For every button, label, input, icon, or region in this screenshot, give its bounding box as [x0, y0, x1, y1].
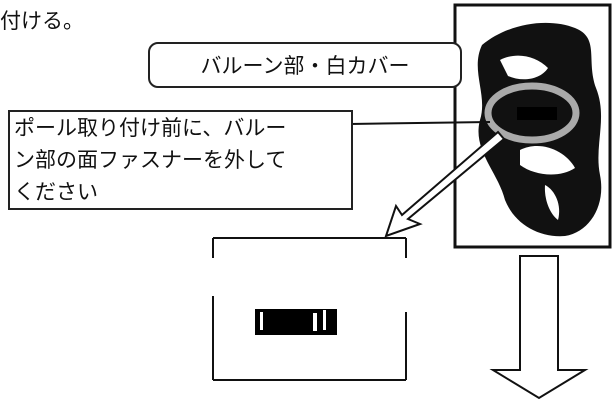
heading-text: 付ける。	[0, 9, 84, 33]
instruction-callout: ポール取り付け前に、バルー ン部の面ファスナーを外して ください	[8, 110, 353, 210]
callout-leader-line	[349, 121, 491, 125]
zoom-detail-frame	[212, 237, 407, 381]
product-photo	[453, 3, 612, 249]
diagonal-arrow-icon	[384, 130, 506, 238]
down-arrow-icon	[489, 255, 589, 400]
balloon-cover-label: バルーン部・白カバー	[148, 42, 462, 88]
